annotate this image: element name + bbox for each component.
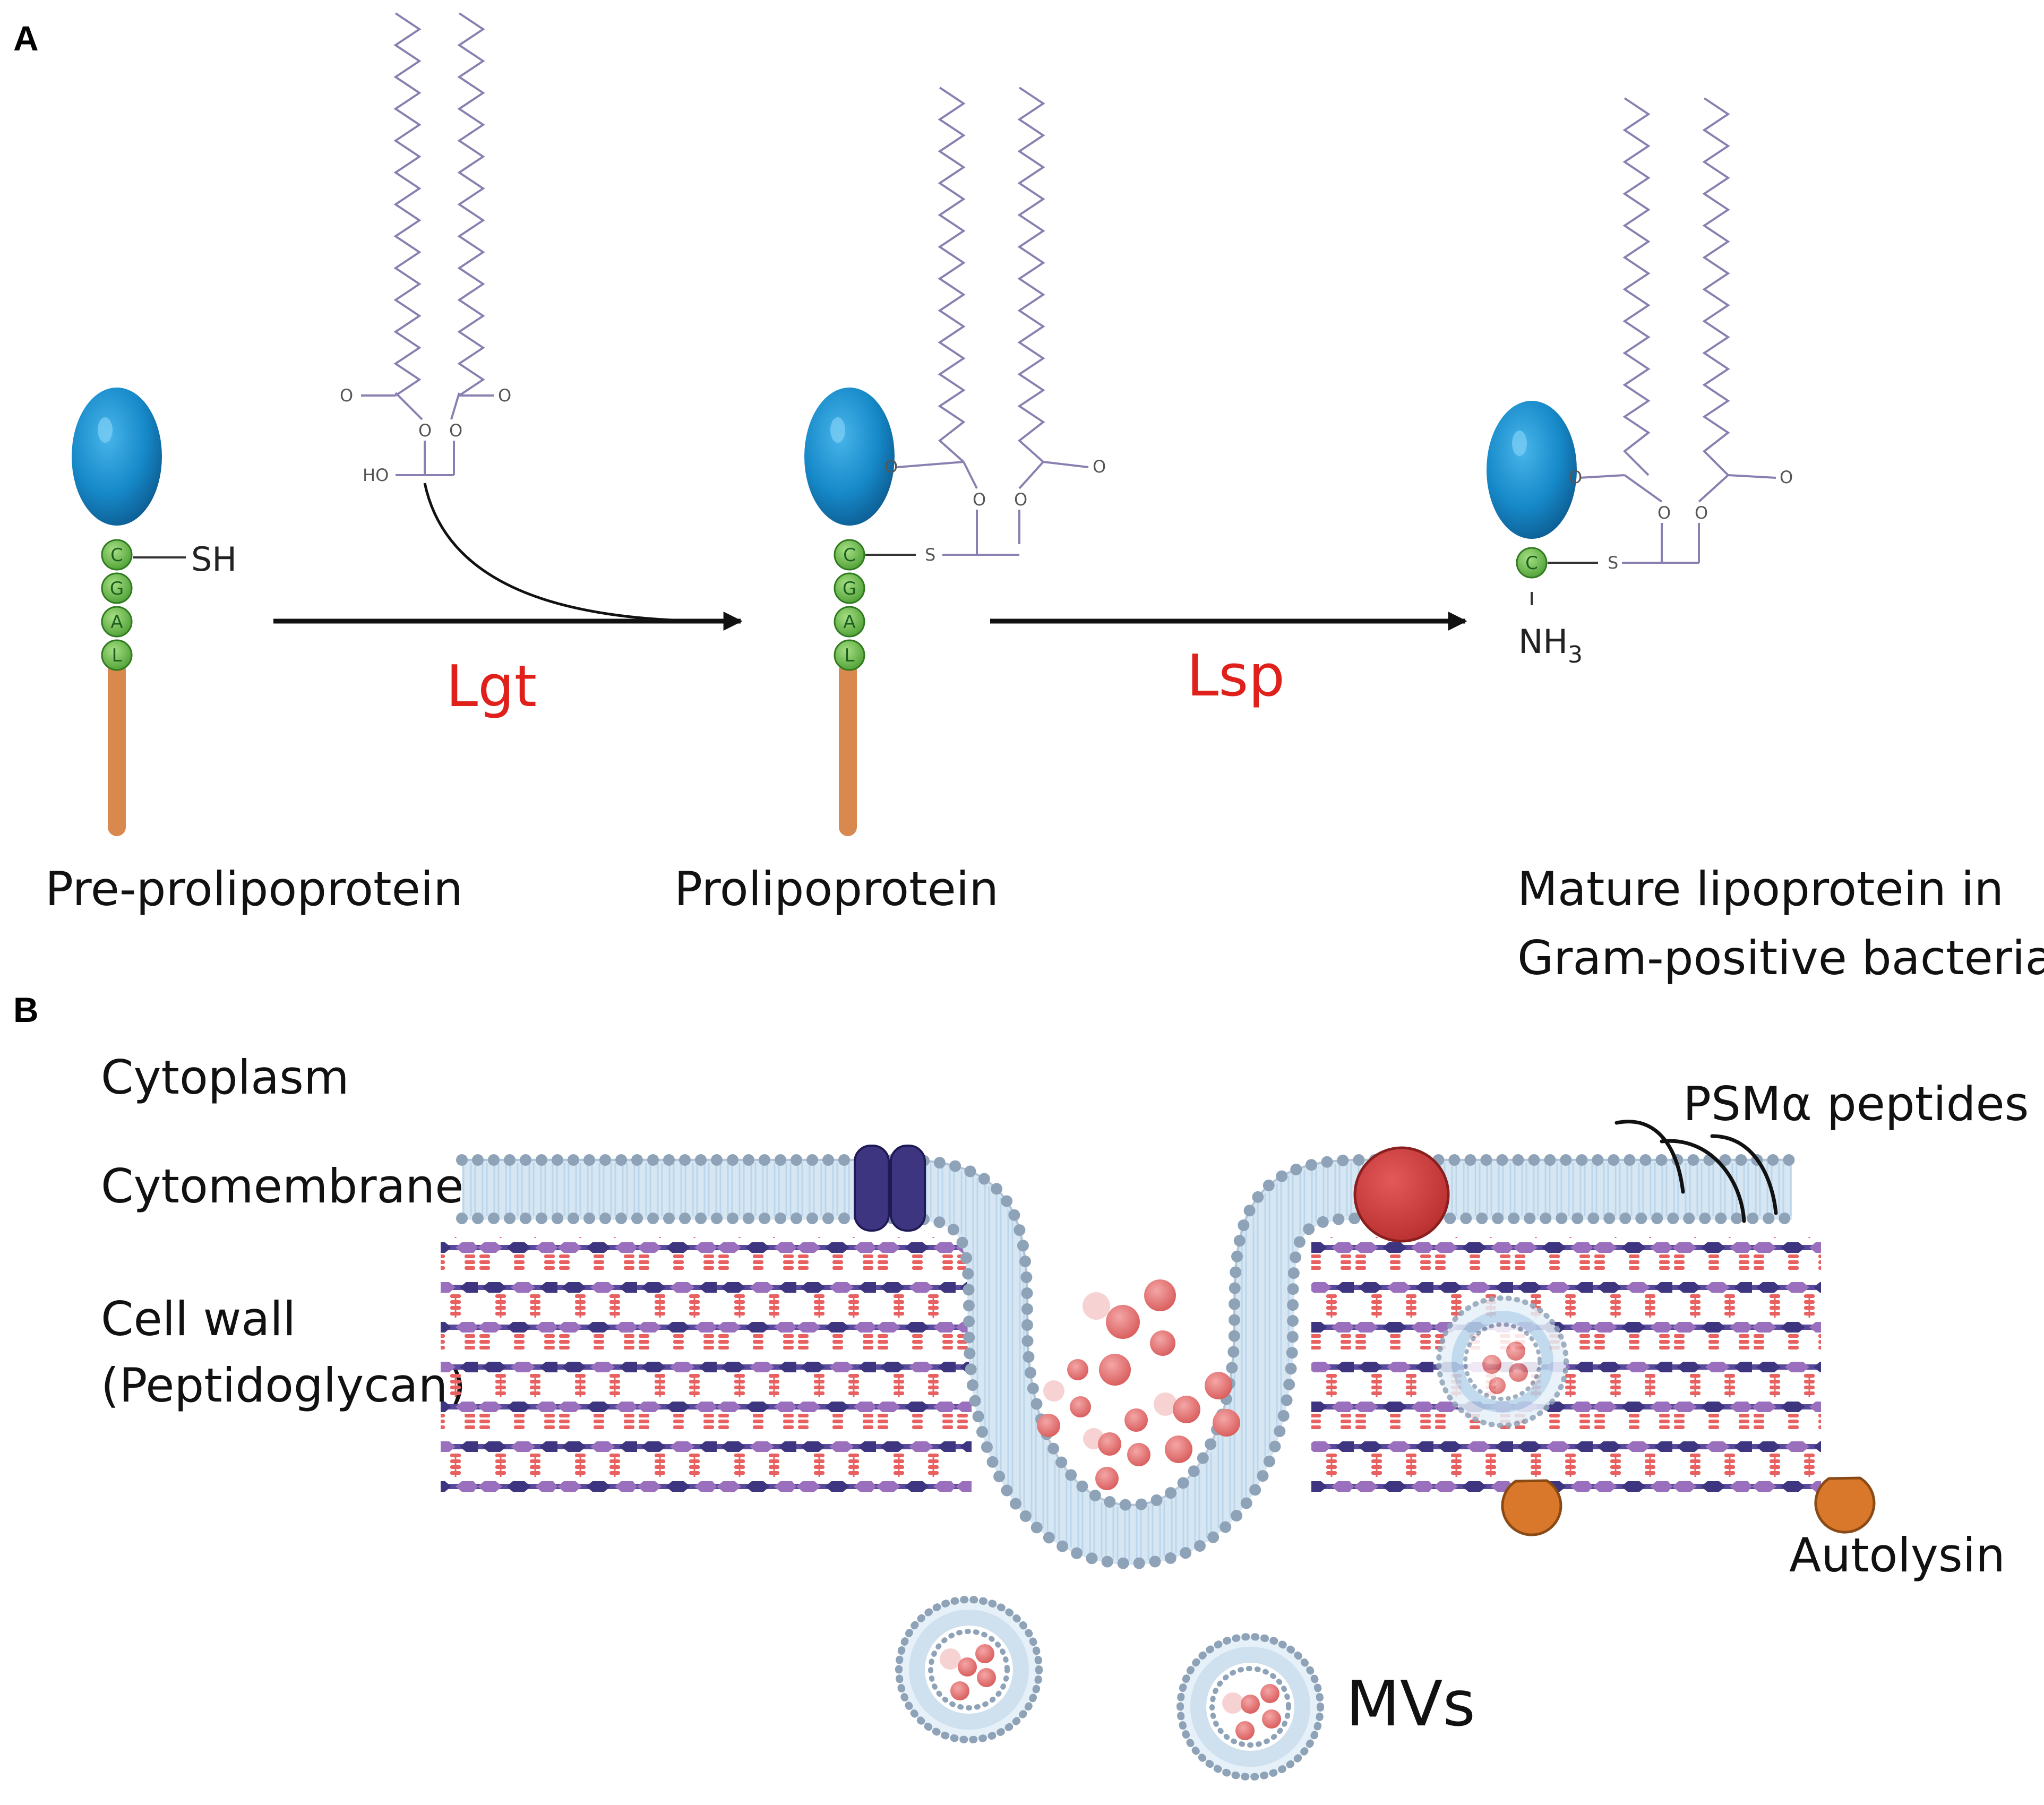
ester-o-right: O xyxy=(1695,503,1708,523)
membrane-head-inner xyxy=(456,1213,1798,1570)
thioether-s: S xyxy=(925,545,935,565)
psm-alpha-label: PSMα peptides xyxy=(1683,1077,2029,1131)
residue-c: C xyxy=(101,539,133,571)
residue-a: A xyxy=(101,606,133,638)
ester-o-right: O xyxy=(449,420,462,441)
carbonyl-o-right: O xyxy=(498,385,511,406)
membrane-lipoprotein-red xyxy=(1353,1146,1450,1243)
thiol-label: SH xyxy=(191,540,237,579)
mature-lipoprotein-figure: C S NH3 O O O O xyxy=(1487,97,1793,668)
svg-text:G: G xyxy=(843,578,856,599)
amine-label: NH3 xyxy=(1518,622,1583,668)
pre-prolipoprotein-figure: C G A L SH xyxy=(72,388,237,836)
thioether-s: S xyxy=(1608,553,1618,573)
svg-text:L: L xyxy=(112,645,122,666)
autolysin-label: Autolysin xyxy=(1789,1528,2005,1583)
autolysin-enzyme-1 xyxy=(1501,1479,1562,1536)
stalk xyxy=(108,661,126,836)
lgt-enzyme-label: Lgt xyxy=(446,654,537,720)
membrane-channel-protein xyxy=(854,1145,926,1232)
mature-lipoprotein-label-line2: Gram-positive bacteria xyxy=(1517,931,2044,985)
lipid-chains xyxy=(1579,97,1776,564)
membrane-vesicle-2 xyxy=(1176,1633,1324,1781)
wall-embedded-vesicle xyxy=(1436,1295,1569,1428)
peptidoglycan-left xyxy=(441,1237,972,1492)
lsp-enzyme-label: Lsp xyxy=(1187,643,1285,709)
carbonyl-o-right: O xyxy=(1093,457,1106,477)
panel-b-letter: B xyxy=(13,990,39,1029)
svg-text:C: C xyxy=(843,545,856,566)
prolipoprotein-figure: C G A L S O O O O xyxy=(804,87,1106,836)
protein-domain xyxy=(1487,401,1577,539)
lipid-chains xyxy=(897,87,1089,556)
cell-wall-label-line1: Cell wall xyxy=(101,1292,296,1346)
stalk xyxy=(839,661,857,836)
hydroxyl-label: HO xyxy=(363,465,389,485)
prolipoprotein-label: Prolipoprotein xyxy=(674,862,999,916)
membrane-vesicle-1 xyxy=(895,1596,1043,1743)
panel-a-letter: A xyxy=(13,19,39,58)
protein-domain xyxy=(804,388,895,526)
lgt-transfer-curve xyxy=(423,483,717,623)
vesicle-cargo xyxy=(1037,1279,1240,1490)
residue-g: G xyxy=(101,572,133,604)
svg-text:G: G xyxy=(110,578,124,599)
autolysin-enzyme-2 xyxy=(1814,1476,1876,1534)
carbonyl-o-left: O xyxy=(1569,467,1582,487)
cell-wall-label-line2: (Peptidoglycan) xyxy=(101,1358,466,1413)
mature-lipoprotein-label-line1: Mature lipoprotein in xyxy=(1517,862,2004,916)
ester-o-right: O xyxy=(1014,489,1027,510)
carbonyl-o-left: O xyxy=(884,457,898,477)
ester-o-left: O xyxy=(973,489,986,510)
mvs-label: MVs xyxy=(1346,1667,1475,1740)
svg-text:C: C xyxy=(110,545,123,566)
svg-text:A: A xyxy=(843,612,855,633)
residue-c: C xyxy=(1516,547,1548,579)
residue-c: C xyxy=(834,539,865,571)
residue-l: L xyxy=(834,639,865,671)
residue-g: G xyxy=(834,572,865,604)
residue-a: A xyxy=(834,606,865,638)
protein-domain xyxy=(72,388,162,526)
psm-alpha-peptides xyxy=(1614,1120,1778,1223)
carbonyl-o-right: O xyxy=(1780,467,1793,487)
pre-prolipoprotein-label: Pre-prolipoprotein xyxy=(45,862,463,916)
svg-text:L: L xyxy=(845,645,855,666)
carbonyl-o-left: O xyxy=(340,385,353,406)
svg-text:A: A xyxy=(110,612,123,633)
cytomembrane-label: Cytomembrane xyxy=(101,1159,463,1214)
ester-o-left: O xyxy=(1657,503,1671,523)
diacylglycerol-lipid xyxy=(361,12,494,476)
cytoplasm-label: Cytoplasm xyxy=(101,1050,349,1105)
ester-o-left: O xyxy=(418,420,432,441)
svg-text:C: C xyxy=(1525,553,1538,574)
residue-l: L xyxy=(101,639,133,671)
